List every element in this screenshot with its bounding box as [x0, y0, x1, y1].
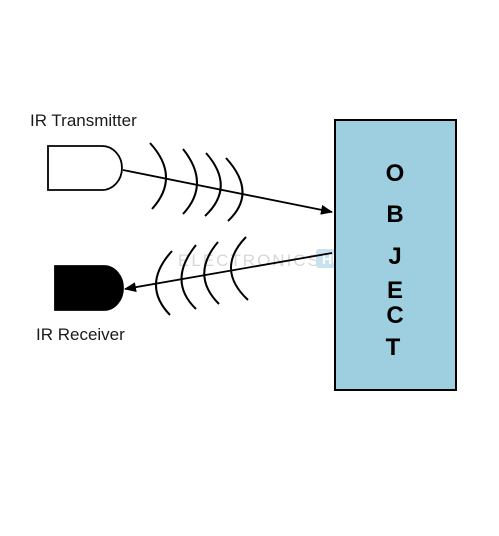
- rx-wave-4: [230, 236, 249, 301]
- tx-wave-1: [149, 142, 167, 210]
- transmit-arrow: [122, 169, 333, 215]
- object-letter-o: O: [386, 160, 405, 187]
- receiver-label: IR Receiver: [36, 325, 125, 344]
- tx-wave-2: [182, 148, 198, 215]
- transmitter-label: IR Transmitter: [30, 111, 137, 130]
- object-letter-e: E: [387, 277, 403, 304]
- reflect-arrow: [124, 252, 333, 293]
- watermark-text: ELECTRONICS: [178, 251, 321, 270]
- object-letters: O B J E C T: [386, 160, 405, 361]
- tx-wave-3: [204, 152, 222, 217]
- object-box: [334, 119, 457, 391]
- transmitter-waves: [149, 142, 244, 222]
- object-letter-b: B: [386, 201, 403, 228]
- object-letter-c: C: [386, 302, 403, 329]
- rx-wave-3: [203, 241, 220, 305]
- tx-wave-4: [225, 157, 244, 222]
- object-letter-j: J: [388, 243, 401, 270]
- object-letter-t: T: [386, 334, 401, 361]
- receiver-icon: [54, 265, 124, 311]
- transmitter-icon: [47, 145, 123, 191]
